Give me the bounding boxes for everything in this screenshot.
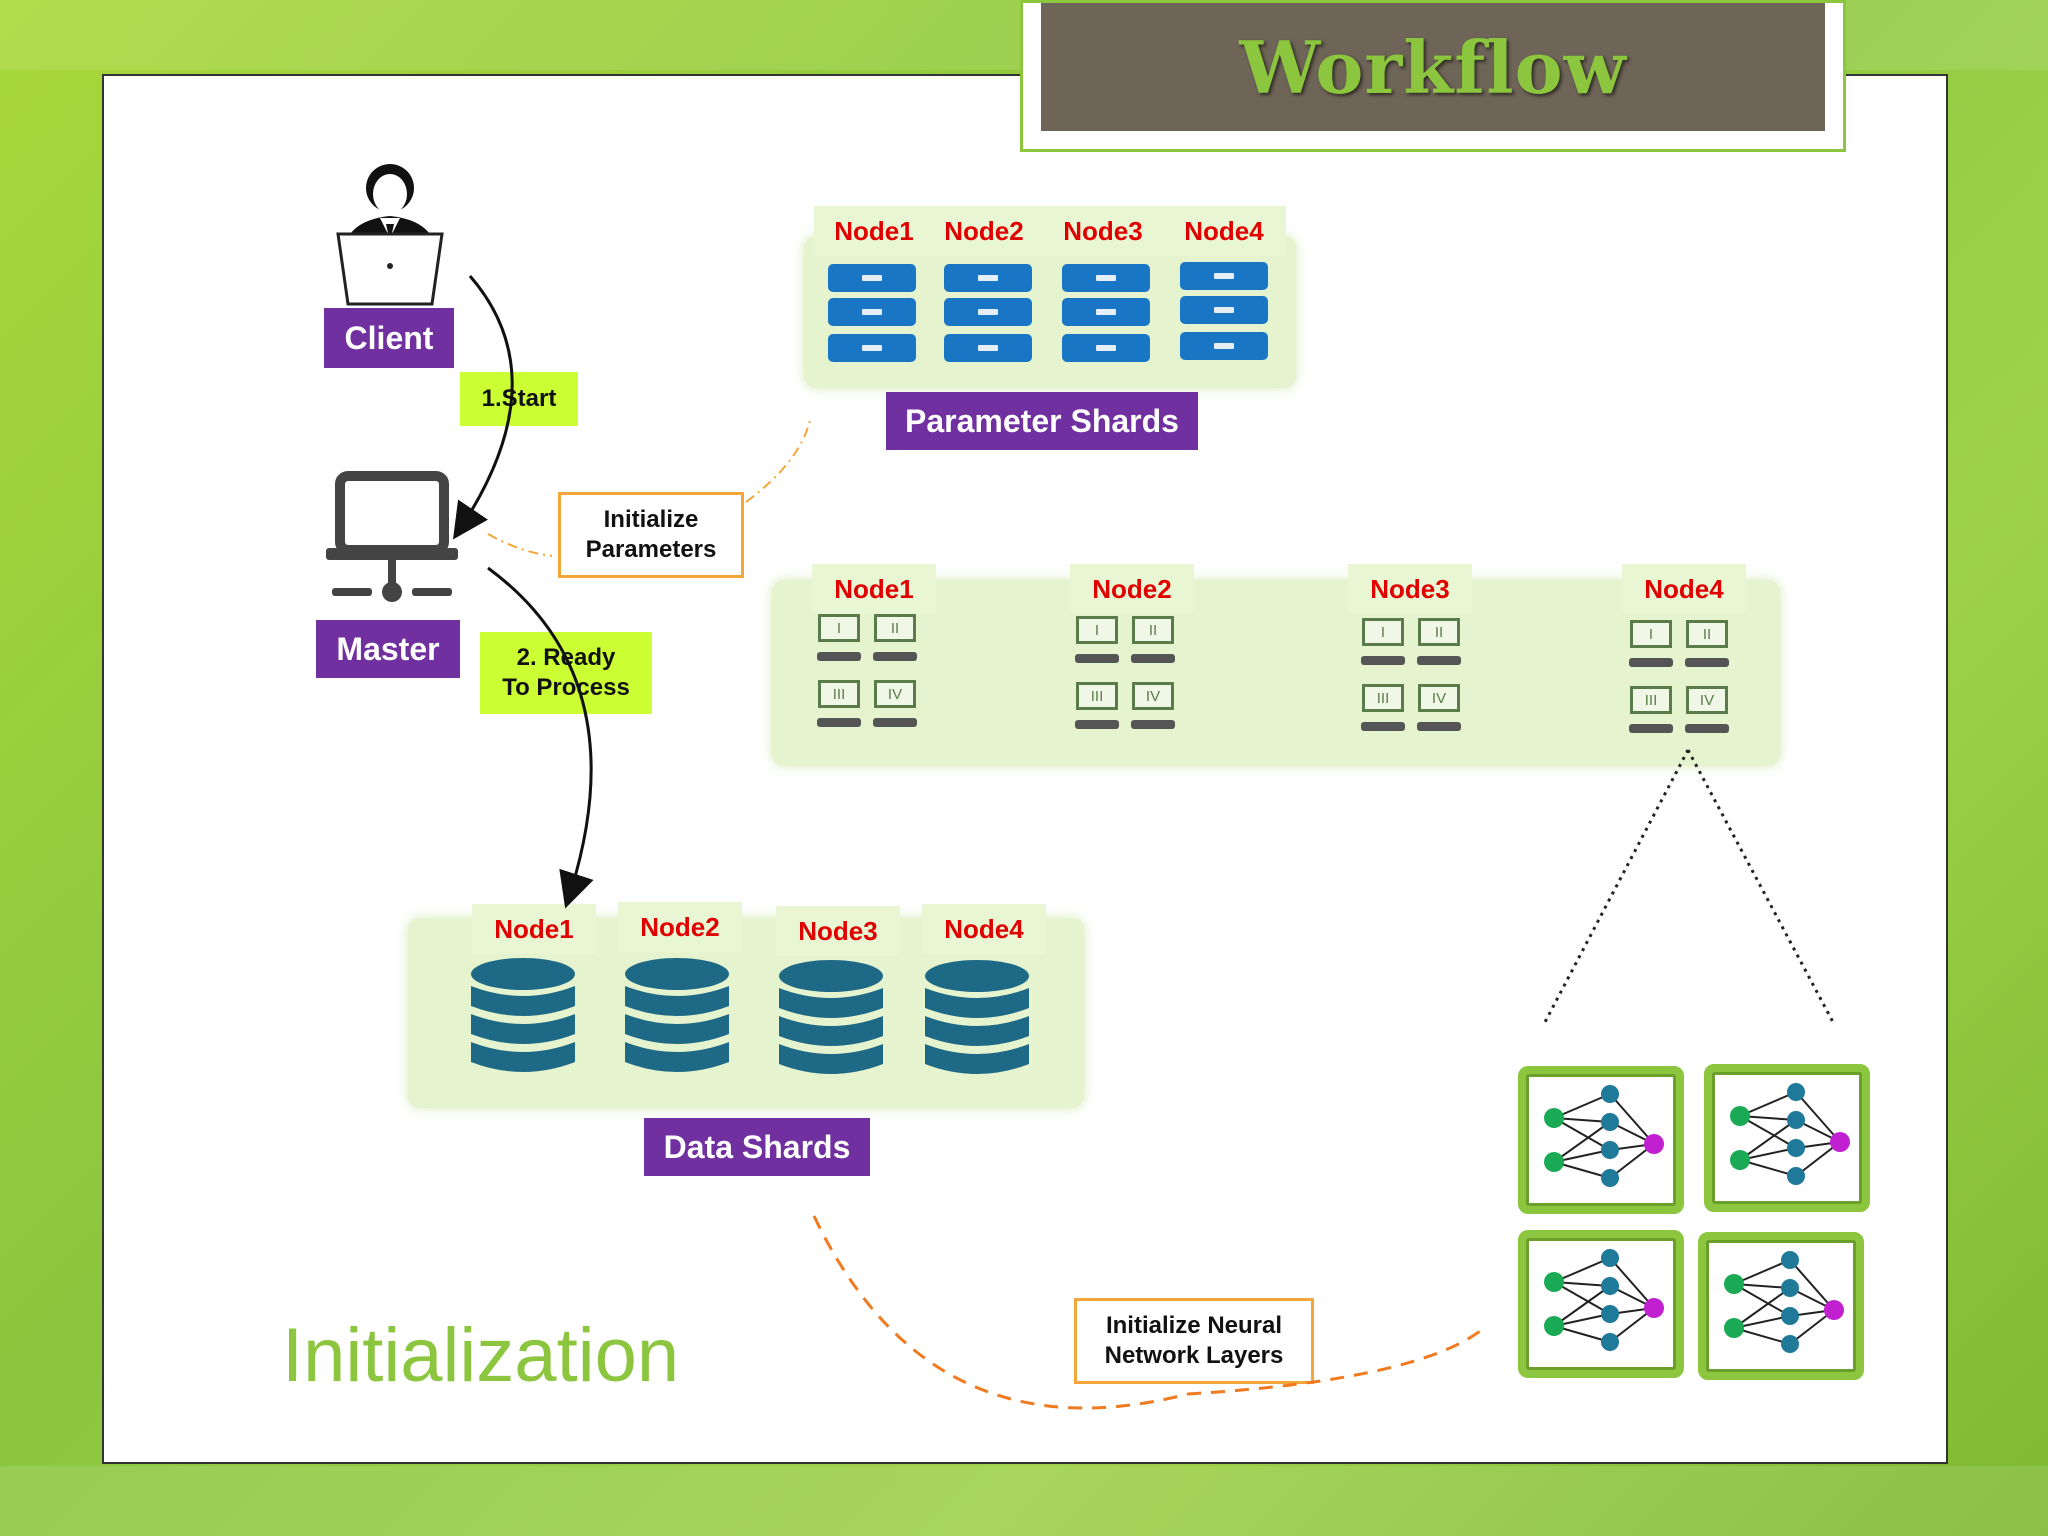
neural-network-tile (1518, 1066, 1684, 1214)
master-label: Master (316, 620, 460, 678)
replica-shard-base (1075, 720, 1119, 729)
database-icon (925, 960, 1029, 1074)
replica-shard-box: I (1076, 616, 1118, 644)
database-icon (471, 958, 575, 1072)
replica-shard-box: II (874, 614, 916, 642)
neural-network-tile (1704, 1064, 1870, 1212)
step-start-note: 1.Start (460, 372, 578, 426)
replica-shard-box: IV (874, 680, 916, 708)
replica-shard-base (1629, 724, 1673, 733)
replica-shard-base (873, 652, 917, 661)
client-label: Client (324, 308, 454, 368)
replica-shard-base (817, 718, 861, 727)
neural-network-icon (1724, 1251, 1844, 1353)
replica-shard-base (1131, 654, 1175, 663)
init-neural-network-note: Initialize Neural Network Layers (1074, 1298, 1314, 1384)
replica-shard-box: I (818, 614, 860, 642)
replica-shard-box: III (1076, 682, 1118, 710)
replica-shard-box: II (1418, 618, 1460, 646)
section-title: Initialization (282, 1313, 680, 1398)
data-node-tab: Node4 (922, 904, 1046, 954)
replica-shard-box: II (1686, 620, 1728, 648)
replica-shard-box: I (1630, 620, 1672, 648)
step-ready-note: 2. Ready To Process (480, 632, 652, 714)
replica-shard-box: III (1630, 686, 1672, 714)
parameter-node-tab: Node4 (1162, 206, 1286, 256)
replica-shard-box: III (818, 680, 860, 708)
replica-node-tab: Node3 (1348, 564, 1472, 614)
replica-shard-base (1361, 722, 1405, 731)
replica-shard-base (1417, 656, 1461, 665)
replica-node-tab: Node1 (812, 564, 936, 614)
master-computer-icon (326, 471, 458, 602)
replica-shard-base (1417, 722, 1461, 731)
neural-network-tile (1698, 1232, 1864, 1380)
replica-node-tab: Node4 (1622, 564, 1746, 614)
replica-shard-base (817, 652, 861, 661)
background-stripe (0, 1466, 2048, 1536)
replica-shard-base (1685, 724, 1729, 733)
page-title: Workflow (1239, 24, 1627, 110)
replica-node-tab: Node2 (1070, 564, 1194, 614)
replica-shard-base (1629, 658, 1673, 667)
replica-shard-box: I (1362, 618, 1404, 646)
replica-shard-base (873, 718, 917, 727)
model-replicas-panel (772, 580, 1780, 766)
user-laptop-icon (336, 164, 444, 306)
database-icon (625, 958, 729, 1072)
replica-shard-base (1075, 654, 1119, 663)
parameter-node-tab: Node1 (814, 206, 934, 256)
data-node-tab: Node1 (472, 904, 596, 954)
neural-network-icon (1544, 1085, 1664, 1187)
replica-shard-base (1131, 720, 1175, 729)
parameter-node-tab: Node3 (1042, 206, 1164, 256)
neural-network-icon (1544, 1249, 1664, 1351)
neural-network-icon (1730, 1083, 1850, 1185)
title-box: Workflow (1020, 0, 1846, 152)
database-icon (779, 960, 883, 1074)
neural-network-tile (1518, 1230, 1684, 1378)
replica-shard-box: III (1362, 684, 1404, 712)
parameter-shards-label: Parameter Shards (886, 392, 1198, 450)
title-banner: Workflow (1041, 3, 1825, 131)
data-node-tab: Node2 (618, 902, 742, 952)
replica-shard-box: IV (1132, 682, 1174, 710)
replica-shard-box: IV (1418, 684, 1460, 712)
data-shards-label: Data Shards (644, 1118, 870, 1176)
init-parameters-note: Initialize Parameters (558, 492, 744, 578)
replica-shard-box: II (1132, 616, 1174, 644)
replica-shard-base (1361, 656, 1405, 665)
parameter-node-tab: Node2 (922, 206, 1046, 256)
data-node-tab: Node3 (776, 906, 900, 956)
replica-shard-base (1685, 658, 1729, 667)
replica-shard-box: IV (1686, 686, 1728, 714)
